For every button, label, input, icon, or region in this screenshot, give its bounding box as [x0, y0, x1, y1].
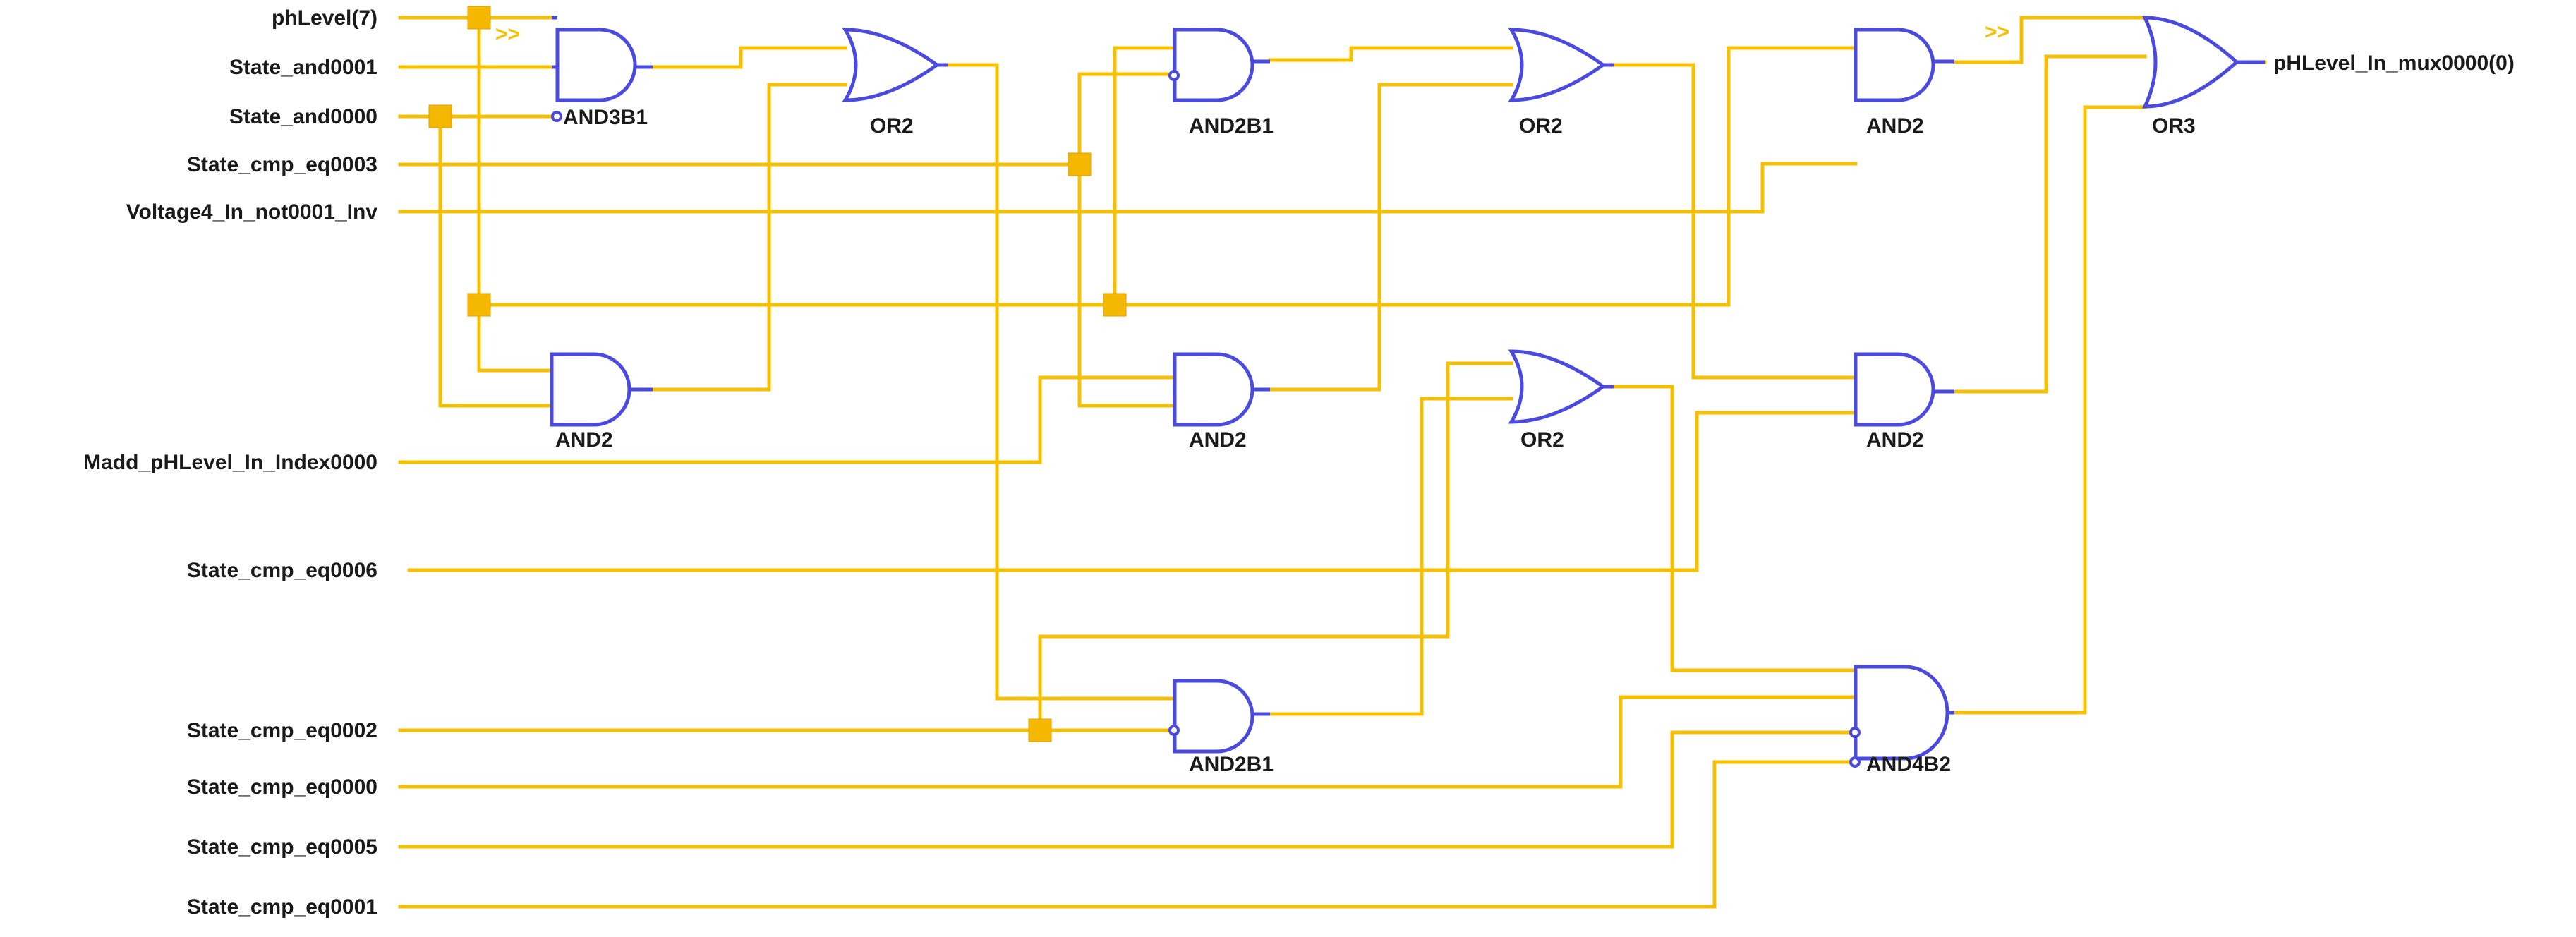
wire-state-cmp-eq0001	[398, 760, 1858, 909]
and2b1-gate	[1168, 28, 1270, 102]
junctions	[428, 6, 1127, 742]
input-label-state-cmp-eq0006: State_cmp_eq0006	[187, 559, 377, 582]
wire-phlevel7-down	[477, 16, 554, 373]
wire-and2b1-or2b	[1268, 46, 1513, 62]
input-label-state-cmp-eq0005: State_cmp_eq0005	[187, 835, 377, 859]
gate-label-and4b2: AND4B2	[1866, 753, 1951, 776]
gate-label-and2b1: AND2B1	[1189, 753, 1274, 776]
wire-or2b-out	[1610, 63, 1858, 380]
input-label-phlevel7: phLevel(7)	[272, 6, 377, 30]
wire-or2a-out	[943, 63, 1177, 701]
or2-gate	[1508, 28, 1614, 102]
wire-and4b2-or3	[1952, 105, 2147, 715]
gate-label-and3b1: AND3B1	[563, 106, 648, 129]
input-label-state-and0000: State_and0000	[229, 105, 377, 128]
junction-dot	[467, 293, 491, 317]
gate-label-and2: AND2	[1866, 428, 1924, 452]
junction-dot	[428, 104, 452, 128]
and2-gate	[1173, 352, 1270, 427]
gate-label-or2: OR2	[870, 114, 914, 138]
wire-voltage4	[398, 162, 1858, 214]
wire-and3b1-or2a	[651, 46, 847, 69]
junction-dot	[1103, 293, 1127, 317]
wire-and2left-or2a	[651, 83, 847, 392]
input-label-state-cmp-eq0001: State_cmp_eq0001	[187, 895, 377, 919]
wire-and2right-or3	[1952, 54, 2147, 394]
wire-phlevel7-bus	[477, 46, 1858, 307]
and2-gate	[1854, 28, 1954, 102]
continuation-marker: >>	[1985, 20, 2009, 44]
gate-label-and2: AND2	[1189, 428, 1247, 452]
input-label-state-and0001: State_and0001	[229, 56, 377, 79]
wire-state-cmp-eq0006	[407, 411, 1858, 572]
input-label-state-cmp-eq0002: State_cmp_eq0002	[187, 719, 377, 742]
continuation-marker: >>	[495, 23, 520, 46]
input-label-state-cmp-eq0003: State_cmp_eq0003	[187, 153, 377, 176]
wire-eq0002-or2mid	[1038, 361, 1513, 732]
wire-phlevel7-and2b1	[1113, 46, 1177, 307]
input-label-voltage4: Voltage4_In_not0001_Inv	[126, 200, 378, 224]
or2-gate	[842, 28, 948, 102]
junction-dot	[1068, 152, 1092, 176]
wire-eq0003-and2	[1077, 162, 1177, 408]
wire-and2mid-or2b	[1268, 83, 1513, 392]
wire-madd	[398, 375, 1177, 464]
or2-gate	[1508, 349, 1614, 424]
and2-gate	[550, 352, 653, 427]
and4b2-gate	[1849, 665, 1954, 768]
junction-dot	[467, 6, 491, 30]
wire-state-cmp-eq0005	[398, 730, 1858, 849]
input-labels: phLevel(7) State_and0001 State_and0000 S…	[83, 6, 377, 919]
wire-or2mid-and4b2	[1610, 385, 1858, 672]
continuation-markers: >> >>	[495, 20, 2009, 46]
input-label-madd: Madd_pHLevel_In_Index0000	[83, 451, 377, 474]
gate-label-or2: OR2	[1520, 428, 1564, 452]
wire-eq0003-and2b1	[1077, 72, 1177, 167]
wire-and2b1bot-or2mid	[1268, 397, 1513, 716]
wires	[398, 16, 2267, 909]
wire-state-cmp-eq0000	[398, 695, 1858, 789]
wire-state-and0000-down	[438, 114, 554, 408]
and2b1-gate	[1168, 679, 1270, 754]
gate-label-or2: OR2	[1519, 114, 1563, 138]
or3-gate	[2142, 16, 2265, 109]
gate-labels: AND3B1 OR2 AND2B1 OR2 AND2 OR3 AND2 AND2…	[555, 106, 2196, 776]
gate-label-and2: AND2	[1866, 114, 1924, 138]
junction-dot	[1028, 718, 1052, 742]
gate-label-and2b1: AND2B1	[1189, 114, 1274, 138]
gate-label-and2: AND2	[555, 428, 613, 452]
output-label: pHLevel_In_mux0000(0)	[2273, 52, 2515, 75]
gate-label-or3: OR3	[2152, 114, 2196, 138]
input-label-state-cmp-eq0000: State_cmp_eq0000	[187, 775, 377, 799]
and3b1-gate	[551, 16, 653, 122]
and2-gate	[1854, 352, 1954, 427]
wire-and2top-or3	[1952, 16, 2147, 64]
